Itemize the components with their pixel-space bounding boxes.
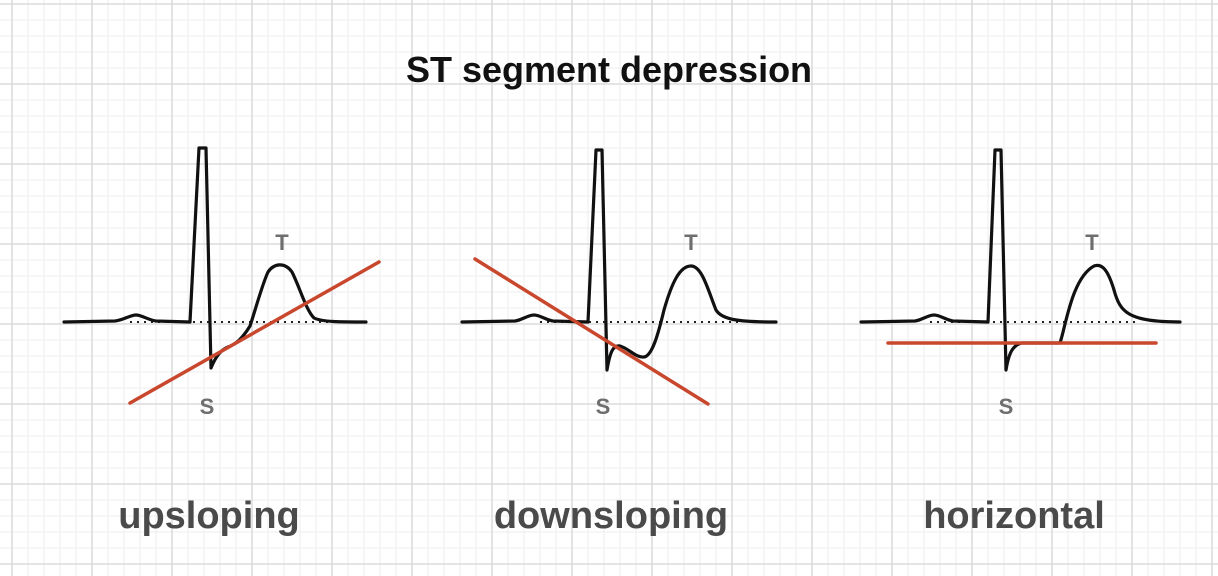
t-wave-label: T	[275, 230, 289, 255]
ecg-trace	[460, 148, 778, 372]
st-slope-line	[473, 257, 710, 406]
caption-upsloping: upsloping	[118, 495, 300, 537]
panel-horizontal: T S horizontal	[859, 148, 1182, 537]
t-wave-label: T	[1085, 230, 1099, 255]
s-wave-label: S	[596, 394, 611, 419]
panel-upsloping: T S upsloping	[62, 146, 381, 537]
caption-horizontal: horizontal	[923, 495, 1105, 537]
panel-downsloping: T S downsloping	[460, 148, 778, 537]
t-wave-label: T	[684, 230, 698, 255]
st-slope-line	[128, 260, 381, 405]
caption-downsloping: downsloping	[494, 495, 728, 537]
s-wave-label: S	[999, 394, 1014, 419]
s-wave-label: S	[200, 394, 215, 419]
diagram-title: ST segment depression	[406, 49, 812, 90]
